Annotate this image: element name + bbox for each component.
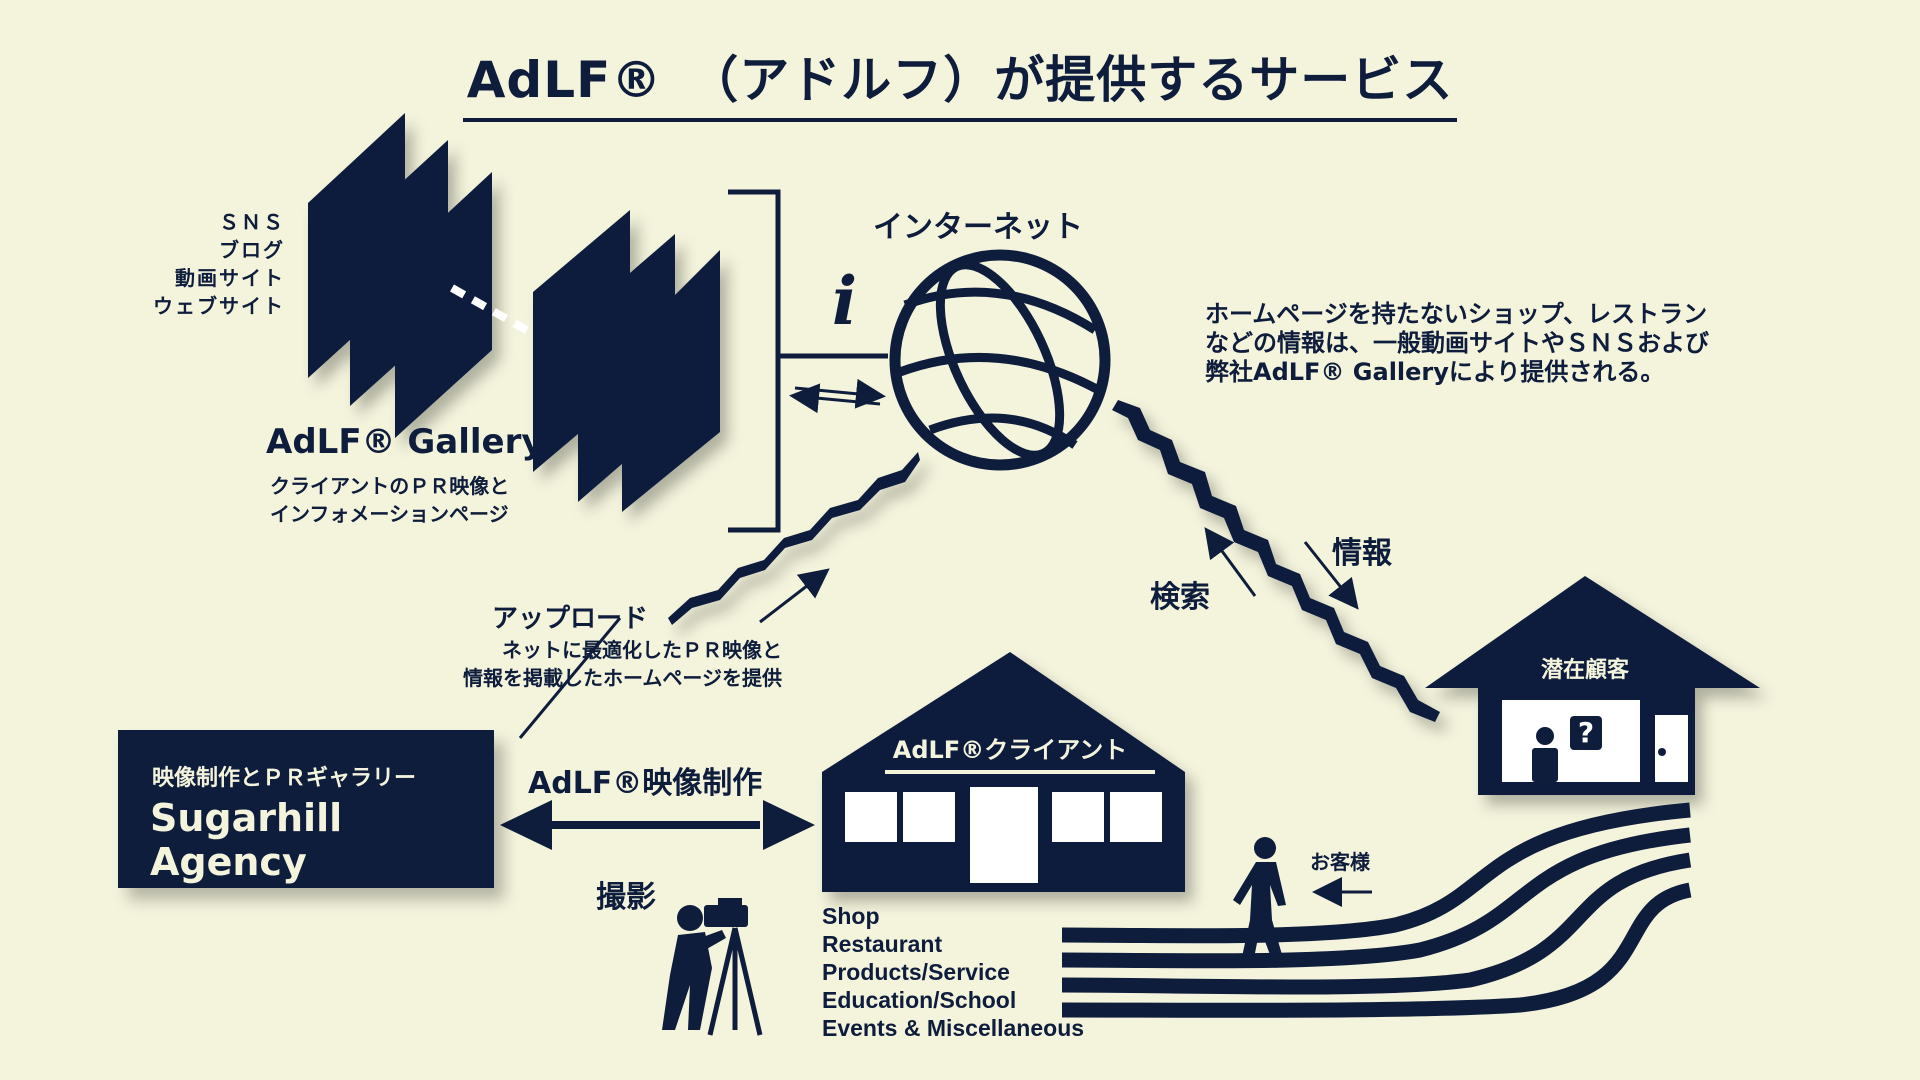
upload-desc-line2: 情報を掲載したホームページを提供 [463,666,782,690]
dashed-connector [450,284,532,336]
note-line1: ホームページを持たないショップ、レストラン [1205,300,1708,328]
upload-desc-line1: ネットに最適化したＰＲ映像と [502,638,782,662]
potential-customer-label: 潜在顧客 [1540,658,1629,683]
customer-label: お客様 [1310,850,1370,874]
production-arrow-icon [500,800,815,850]
exchange-arrows-icon [789,378,886,414]
information-signal-icon [1112,400,1440,722]
category-education-school: Education/School [822,987,1017,1013]
info-label: 情報 [1332,536,1392,571]
upload-arrow-icon [759,568,830,624]
category-restaurant: Restaurant [822,931,943,957]
cameraman-icon [662,898,763,1036]
internet-label: インターネット [873,210,1083,245]
media-panels-icon [308,113,492,438]
media-item-sns: ＳＮＳ [219,210,285,234]
gallery-desc-line1: クライアントのＰＲ映像と [270,474,510,498]
category-products-service: Products/Service [822,959,1010,985]
agency-subtitle: 映像制作とＰＲギャラリー [152,766,417,791]
question-mark: ? [1577,716,1595,749]
upload-signal-icon [668,452,920,625]
info-arrow-icon [1303,541,1359,610]
category-events: Events & Miscellaneous [822,1015,1085,1041]
media-item-website: ウェブサイト [153,294,285,318]
info-icon: i [832,262,858,340]
client-categories: Shop Restaurant Products/Service Educati… [822,902,1084,1042]
title-text: AdLF® （アドルフ）が提供するサービス [462,40,1458,122]
upload-callout-line [518,617,622,739]
store-windows [845,787,1162,883]
media-list: ＳＮＳ ブログ 動画サイト ウェブサイト [120,208,285,320]
house-door [1655,715,1688,782]
service-note: ホームページを持たないショップ、レストラン などの情報は、一般動画サイトやＳＮＳ… [1205,300,1709,387]
bracket [728,189,781,533]
filming-label: 撮影 [596,880,656,915]
road-icon [1061,802,1692,1018]
gallery-description: クライアントのＰＲ映像と インフォメーションページ [270,472,509,528]
walking-person-icon [1233,837,1286,968]
client-store-label: AdLF®クライアント [892,736,1128,764]
person-in-house-icon [1532,727,1558,782]
gallery-title: AdLF® Gallery [266,422,544,462]
search-label: 検索 [1150,580,1210,615]
question-box-icon [1570,716,1602,750]
note-line2: などの情報は、一般動画サイトやＳＮＳおよび [1205,329,1709,357]
upload-label: アップロード [492,604,649,634]
production-label: AdLF®映像制作 [528,766,763,801]
media-item-blog: ブログ [219,238,285,262]
note-line3: 弊社AdLF® Galleryにより提供される。 [1205,358,1665,386]
media-item-video-site: 動画サイト [175,266,285,290]
door-knob [1658,748,1666,756]
upload-description: ネットに最適化したＰＲ映像と 情報を掲載したホームページを提供 [420,636,782,692]
globe-icon [889,249,1111,471]
search-arrow-icon [1204,527,1257,597]
agency-box: 映像制作とＰＲギャラリー Sugarhill Agency [118,730,494,888]
agency-name: Sugarhill Agency [150,796,343,884]
store-divider [885,770,1155,774]
gallery-desc-line2: インフォメーションページ [270,502,509,526]
category-shop: Shop [822,903,880,929]
gallery-panels-icon [533,210,720,512]
diagram-title: AdLF® （アドルフ）が提供するサービス [0,40,1920,122]
